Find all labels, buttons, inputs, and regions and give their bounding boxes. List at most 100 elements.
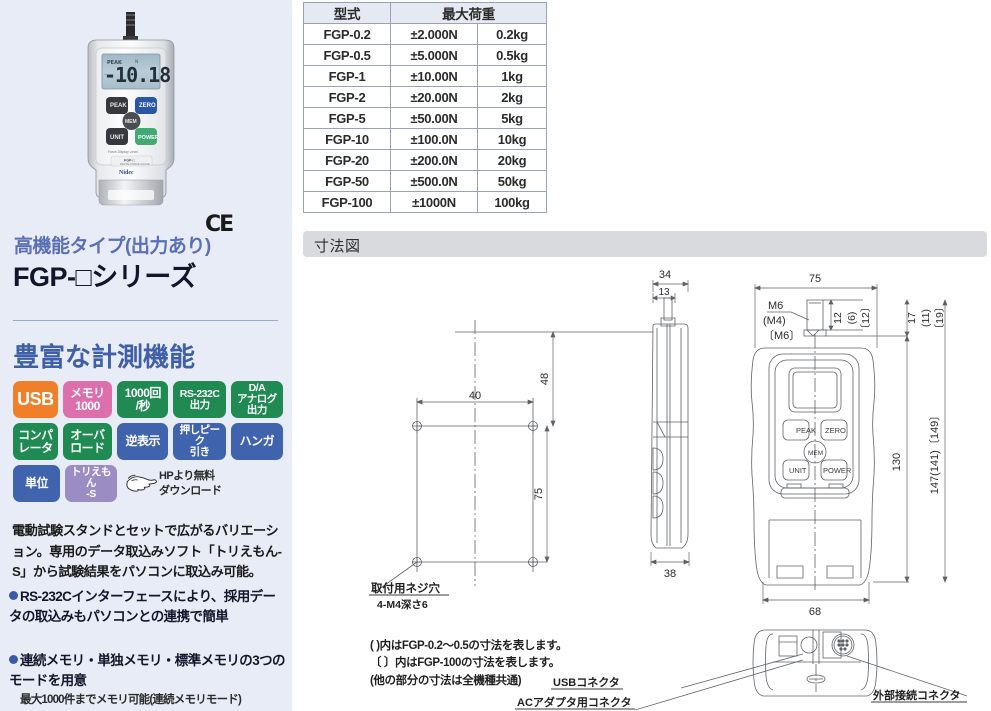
- dimension-note-line: 〔 〕内はFGP-100の寸法を表します。: [370, 657, 560, 670]
- svg-text:DIGITAL FORCE GAUGE: DIGITAL FORCE GAUGE: [120, 162, 150, 166]
- feature-badge-row: コンパレータオーバロード 逆表示押しピーク引きハンガ: [13, 423, 283, 460]
- feature-bullet-2-subtext: 最大1000件までメモリ可能(連続メモリモード): [20, 694, 242, 707]
- feature-badge: トリえもん-S: [65, 465, 117, 502]
- svg-text:-10.18: -10.18: [104, 63, 170, 87]
- dim-front-width-75: 75: [809, 273, 821, 285]
- svg-text:PEAK: PEAK: [110, 103, 127, 109]
- dimension-note-line: (他の部分の寸法は全機種共通): [370, 674, 522, 687]
- feature-badge-label: トリえもん-S: [71, 466, 112, 500]
- table-cell-load-kg: 100kg: [477, 191, 547, 213]
- dimension-drawings: 34 13 38: [295, 262, 991, 711]
- table-cell-model: FGP-0.2: [303, 23, 391, 45]
- product-photo: PEAK N -10.18 — PEAK ZERO MEM UNIT POWER…: [87, 12, 175, 206]
- table-cell-load-kg: 1kg: [477, 65, 547, 87]
- table-cell-load-newton: ±100.0N: [390, 128, 478, 150]
- feature-bullet-1-text: RS-232Cインターフェースにより、採用データの取込みもパソコンとの連携で簡単: [9, 589, 276, 624]
- download-note: HPより無料ダウンロード: [125, 465, 222, 502]
- callout-ac-adapter-connector: ACアダプタ用コネクタ: [517, 695, 631, 709]
- feature-bullet-1: RS-232Cインターフェースにより、採用データの取込みもパソコンとの連携で簡単: [9, 587, 287, 626]
- table-header-row: 型式 最大荷重: [303, 2, 547, 24]
- dimension-drawing-svg: 34 13 38: [369, 269, 968, 711]
- feature-badge-label: 逆表示: [125, 434, 161, 449]
- dim-shoulder-11-paren: (11): [920, 309, 932, 327]
- svg-text:PEAK: PEAK: [107, 60, 123, 66]
- table-cell-load-newton: ±5.000N: [390, 44, 478, 66]
- dim-front-width-68: 68: [809, 606, 821, 618]
- dim-side-depth-38: 38: [664, 568, 676, 580]
- table-header-model: 型式: [303, 2, 391, 24]
- dim-stem-12-bracket: 〔12〕: [859, 302, 872, 335]
- dim-side-stem-13: 13: [658, 287, 670, 298]
- dim-thread-m4-paren: (M4): [763, 315, 786, 327]
- svg-text:Nidec: Nidec: [119, 170, 134, 176]
- table-cell-model: FGP-1: [303, 65, 391, 87]
- svg-text:—: —: [104, 72, 108, 77]
- front-button-peak: PEAK: [796, 426, 816, 435]
- product-series-title: FGP-□シリーズ: [13, 262, 196, 292]
- dim-hole-pitch-75: 75: [533, 488, 545, 500]
- feature-badge: オーバロード: [62, 423, 113, 460]
- table-cell-load-newton: ±10.00N: [390, 65, 478, 87]
- feature-badge: 1000回/秒: [117, 381, 169, 418]
- table-cell-load-kg: 10kg: [477, 128, 547, 150]
- dim-thread-m6-bracket: 〔M6〕: [763, 329, 800, 342]
- dim-side-width-34: 34: [659, 269, 671, 281]
- dim-total-height-147: 147(141)〔149〕: [928, 410, 941, 494]
- table-cell-model: FGP-10: [303, 128, 391, 150]
- table-cell-load-kg: 0.5kg: [477, 44, 547, 66]
- table-header-max-load: 最大荷重: [390, 2, 547, 24]
- table-cell-load-kg: 0.2kg: [477, 23, 547, 45]
- table-cell-load-kg: 2kg: [477, 86, 547, 108]
- dim-hole-pitch-40: 40: [469, 390, 481, 402]
- dimension-note-line: ( )内はFGP-0.2～0.5の寸法を表します。: [370, 640, 568, 652]
- feature-badge-row: 単位 トリえもん-S HPより無料ダウンロード: [13, 465, 283, 502]
- dim-hole-offset-48: 48: [539, 373, 551, 385]
- feature-badge: コンパレータ: [13, 423, 58, 460]
- feature-badge-label: 単位: [24, 476, 49, 491]
- download-note-text: HPより無料ダウンロード: [159, 469, 222, 497]
- feature-badge: 逆表示: [117, 423, 169, 460]
- callout-external-connector: 外部接続コネクタ: [872, 688, 961, 702]
- feature-badge: 押しピーク引き: [173, 423, 226, 460]
- table-cell-load-newton: ±20.00N: [390, 86, 478, 108]
- front-button-zero: ZERO: [825, 426, 846, 435]
- table-cell-load-kg: 50kg: [477, 170, 547, 192]
- dimension-section-title: 寸法図: [314, 238, 361, 255]
- dimension-section-header: 寸法図: [303, 231, 987, 257]
- feature-badge-label: ハンガ: [239, 434, 275, 449]
- table-cell-model: FGP-2: [303, 86, 391, 108]
- svg-text:ZERO: ZERO: [139, 103, 156, 109]
- table-cell-load-kg: 20kg: [477, 149, 547, 171]
- table-cell-load-newton: ±2.000N: [390, 23, 478, 45]
- callout-screw-hole: 取付用ネジ穴: [371, 581, 440, 595]
- table-cell-load-newton: ±500.0N: [390, 170, 478, 192]
- svg-text:UNIT: UNIT: [110, 135, 124, 141]
- feature-badge: 単位: [13, 465, 60, 502]
- callout-usb-connector: USBコネクタ: [553, 676, 620, 689]
- section-divider: [13, 320, 278, 321]
- feature-bullet-2: 連続メモリ・単独メモリ・標準メモリの3つのモードを用意 最大1000件までメモリ…: [9, 651, 287, 709]
- front-button-power: POWER: [823, 466, 852, 475]
- product-subtitle: 高機能タイプ(出力あり): [14, 236, 211, 257]
- table-cell-model: FGP-5: [303, 107, 391, 129]
- bullet-dot-icon: [9, 591, 18, 600]
- feature-badge-label: オーバロード: [70, 428, 105, 455]
- product-photo-area: PEAK N -10.18 — PEAK ZERO MEM UNIT POWER…: [0, 0, 292, 237]
- dim-shoulder-17: 17: [906, 312, 918, 324]
- feature-badge: ハンガ: [230, 423, 283, 460]
- table-cell-model: FGP-100: [303, 191, 391, 213]
- bullet-dot-icon: [9, 655, 18, 664]
